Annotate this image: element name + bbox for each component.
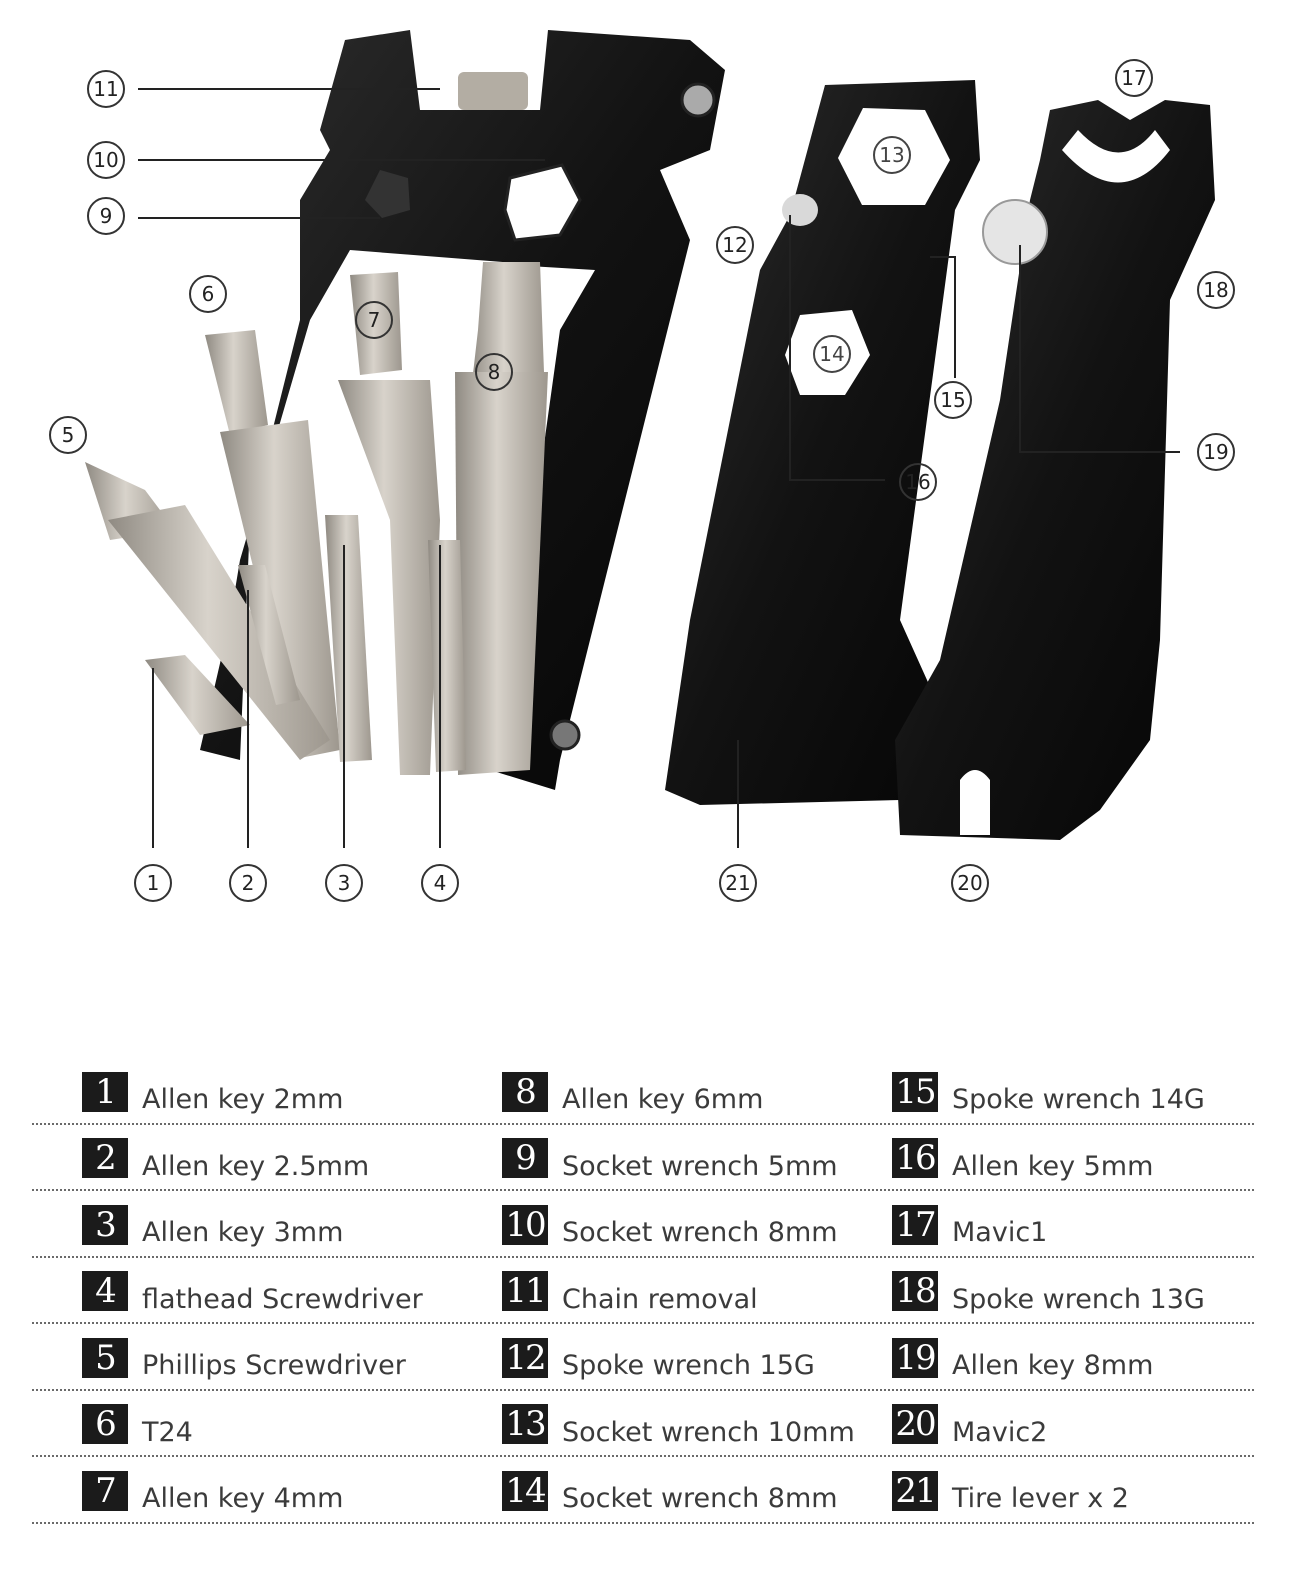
item-number-box: 9: [502, 1138, 548, 1178]
callout-9: 9: [87, 197, 125, 235]
legend-item: 18 Spoke wrench 13G: [892, 1268, 1205, 1315]
callout-3: 3: [325, 864, 363, 902]
legend-item: 15 Spoke wrench 14G: [892, 1068, 1205, 1115]
callout-14: 14: [813, 335, 851, 373]
item-number-box: 2: [82, 1138, 128, 1178]
callout-12: 12: [716, 226, 754, 264]
callout-17: 17: [1115, 59, 1153, 97]
callout-16: 16: [899, 463, 937, 501]
item-label: Tire lever x 2: [952, 1483, 1129, 1514]
callout-8: 8: [475, 353, 513, 391]
callout-6: 6: [189, 275, 227, 313]
legend-item: 7 Allen key 4mm: [82, 1467, 343, 1514]
legend-row: 5 Phillips Screwdriver 12 Spoke wrench 15G…: [32, 1324, 1254, 1391]
callout-2: 2: [229, 864, 267, 902]
legend-item: 11 Chain removal: [502, 1268, 758, 1315]
item-label: Socket wrench 8mm: [562, 1217, 838, 1248]
item-number-box: 20: [892, 1404, 938, 1444]
item-label: Spoke wrench 15G: [562, 1350, 815, 1381]
item-label: Allen key 3mm: [142, 1217, 344, 1248]
legend-item: 3 Allen key 3mm: [82, 1201, 343, 1248]
item-label: Spoke wrench 13G: [952, 1283, 1205, 1315]
legend-row: 2 Allen key 2.5mm 9 Socket wrench 5mm 16 Al…: [32, 1125, 1254, 1191]
legend-item: 6 T24: [82, 1401, 193, 1448]
legend-item: 16 Allen key 5mm: [892, 1135, 1153, 1182]
legend-item: 10 Socket wrench 8mm: [502, 1201, 838, 1248]
legend-item: 4 flathead Screwdriver: [82, 1268, 423, 1315]
legend-item: 12 Spoke wrench 15G: [502, 1334, 815, 1381]
item-label: Socket wrench 8mm: [562, 1483, 838, 1514]
item-label: Socket wrench 10mm: [562, 1416, 855, 1448]
legend-row: 6 T24 13 Socket wrench 10mm 20 Mavic2: [32, 1391, 1254, 1457]
item-number-box: 15: [892, 1071, 938, 1112]
callout-10: 10: [87, 141, 125, 179]
callout-21: 21: [719, 864, 757, 902]
item-label: Chain removal: [562, 1283, 758, 1315]
legend-item: 21 Tire lever x 2: [892, 1467, 1129, 1514]
item-label: Mavic2: [952, 1416, 1048, 1448]
item-number-box: 13: [502, 1404, 548, 1444]
callout-4: 4: [421, 864, 459, 902]
legend-item: 5 Phillips Screwdriver: [82, 1334, 406, 1381]
item-label: Allen key 2mm: [142, 1084, 344, 1115]
item-label: Phillips Screwdriver: [142, 1350, 406, 1381]
item-label: Allen key 6mm: [562, 1084, 764, 1115]
legend-item: 13 Socket wrench 10mm: [502, 1401, 855, 1448]
item-number-box: 17: [892, 1204, 938, 1245]
item-number-box: 8: [502, 1071, 548, 1112]
item-label: Allen key 5mm: [952, 1150, 1154, 1182]
item-number-box: 5: [82, 1337, 128, 1378]
callout-13: 13: [873, 136, 911, 174]
legend-item: 9 Socket wrench 5mm: [502, 1135, 838, 1182]
multi-tool-illustration: [85, 30, 1215, 848]
item-label: flathead Screwdriver: [142, 1283, 423, 1315]
item-number-box: 6: [82, 1404, 128, 1444]
item-number-box: 16: [892, 1138, 938, 1178]
tire-lever-left: [665, 80, 980, 805]
steel-bits: [85, 262, 548, 775]
item-label: Allen key 4mm: [142, 1483, 344, 1514]
legend-item: 19 Allen key 8mm: [892, 1334, 1153, 1381]
legend-item: 8 Allen key 6mm: [502, 1068, 763, 1115]
legend-row: 4 flathead Screwdriver 11 Chain removal 18…: [32, 1258, 1254, 1324]
item-number-box: 4: [82, 1271, 128, 1311]
item-label: Mavic1: [952, 1217, 1048, 1248]
legend-row: 7 Allen key 4mm 14 Socket wrench 8mm 21 Tir…: [32, 1457, 1254, 1524]
callout-15: 15: [934, 381, 972, 419]
item-number-box: 18: [892, 1271, 938, 1311]
callout-1: 1: [134, 864, 172, 902]
item-number-box: 10: [502, 1204, 548, 1245]
item-number-box: 7: [82, 1470, 128, 1511]
item-number-box: 19: [892, 1337, 938, 1378]
item-label: Allen key 8mm: [952, 1350, 1154, 1381]
legend-item: 17 Mavic1: [892, 1201, 1047, 1248]
item-number-box: 11: [502, 1271, 548, 1311]
callout-18: 18: [1197, 271, 1235, 309]
callout-11: 11: [87, 70, 125, 108]
item-number-box: 3: [82, 1204, 128, 1245]
item-label: Spoke wrench 14G: [952, 1084, 1205, 1115]
callout-7: 7: [355, 301, 393, 339]
callout-19: 19: [1197, 433, 1235, 471]
legend-item: 14 Socket wrench 8mm: [502, 1467, 838, 1514]
item-number-box: 21: [892, 1470, 938, 1511]
item-number-box: 12: [502, 1337, 548, 1378]
item-label: Allen key 2.5mm: [142, 1150, 370, 1182]
legend-item: 1 Allen key 2mm: [82, 1068, 343, 1115]
tool-diagram: 1 2 3 4 5 6 7 8 9 10 11 12 13 14 15 16 1…: [49, 30, 1235, 902]
legend-row: 1 Allen key 2mm 8 Allen key 6mm 15 Spoke wr…: [32, 1058, 1254, 1125]
leader-lines: [138, 88, 1180, 848]
tire-lever-right: [895, 100, 1215, 840]
item-label: T24: [142, 1416, 193, 1448]
item-number-box: 14: [502, 1470, 548, 1511]
item-number-box: 1: [82, 1071, 128, 1112]
legend-item: 2 Allen key 2.5mm: [82, 1135, 369, 1182]
callout-5: 5: [49, 416, 87, 454]
callout-20: 20: [951, 864, 989, 902]
legend-item: 20 Mavic2: [892, 1401, 1047, 1448]
legend-row: 3 Allen key 3mm 10 Socket wrench 8mm 17 Mav…: [32, 1191, 1254, 1258]
item-label: Socket wrench 5mm: [562, 1150, 838, 1182]
